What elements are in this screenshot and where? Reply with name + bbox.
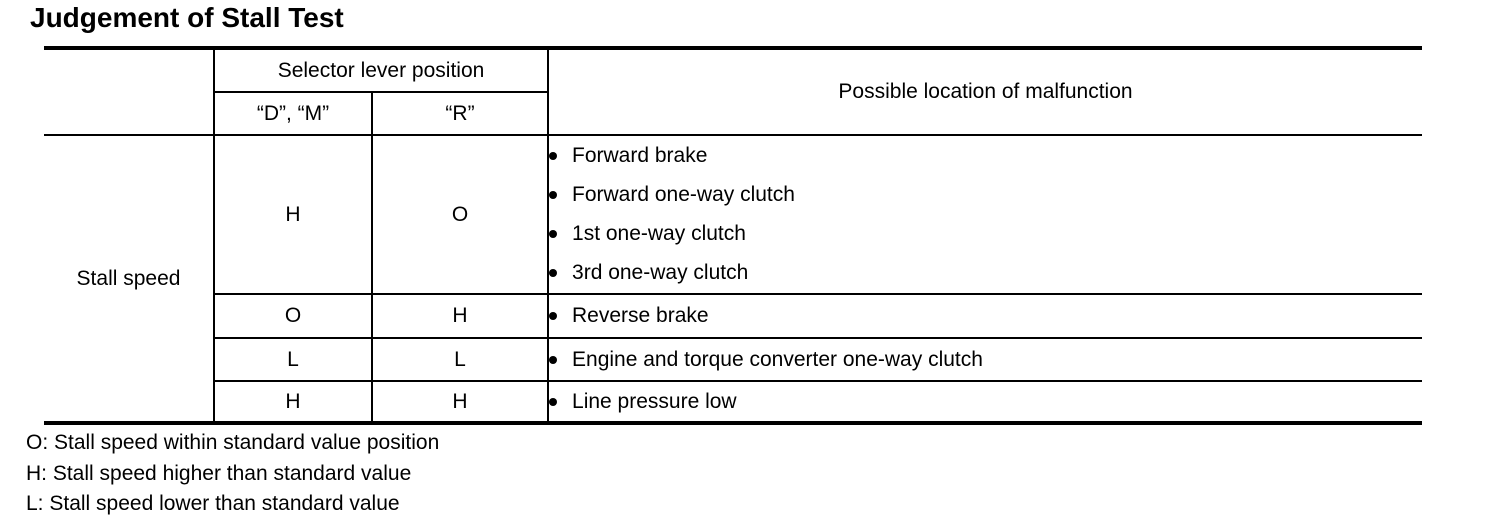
cell-dm-value: H: [214, 135, 373, 295]
cause-label: Forward brake: [572, 144, 708, 167]
dm-value: H: [285, 389, 301, 413]
possible-location-label: Possible location of malfunction: [838, 80, 1133, 103]
bullet-icon: [549, 230, 558, 238]
bullet-icon: [549, 191, 558, 199]
header-col-dm: “D”, “M”: [214, 92, 373, 136]
cause-label: Forward one-way clutch: [572, 183, 795, 206]
legend-line-o: O: Stall speed within standard value pos…: [26, 431, 440, 454]
stall-test-table: Selector lever position Possible locatio…: [44, 46, 1423, 425]
list-item: Forward one-way clutch: [549, 176, 1422, 215]
cell-dm-value: O: [214, 294, 373, 339]
dm-value: H: [285, 202, 301, 226]
legend-line-l: L: Stall speed lower than standard value: [26, 492, 400, 516]
list-item: 1st one-way clutch: [549, 215, 1422, 254]
stall-speed-label: Stall speed: [76, 266, 181, 290]
header-selector-lever-position: Selector lever position: [214, 48, 549, 93]
col-r-label: “R”: [445, 101, 475, 125]
dm-value: L: [287, 347, 299, 371]
table-row: Stall speed H O Forward brake Forward on…: [44, 135, 1423, 423]
header-row-1: Selector lever position Possible locatio…: [44, 48, 1423, 136]
list-item: Line pressure low: [549, 390, 1422, 414]
bullet-icon: [549, 355, 558, 364]
bullet-icon: [549, 312, 558, 320]
legend: O: Stall speed within standard value pos…: [26, 428, 439, 520]
bullet-icon: [549, 269, 558, 277]
cause-label: 1st one-way clutch: [572, 222, 746, 245]
table-row: H H Line pressure low: [44, 381, 1422, 423]
stall-speed-label-cell: Stall speed: [44, 135, 215, 423]
legend-line-h: H: Stall speed higher than standard valu…: [26, 461, 412, 485]
list-item: Reverse brake: [549, 304, 1422, 328]
page-title: Judgement of Stall Test: [30, 2, 344, 33]
cell-dm-value: L: [214, 338, 373, 382]
cell-dm-value: H: [214, 381, 373, 423]
r-value: O: [451, 202, 469, 226]
cause-label: 3rd one-way clutch: [572, 261, 749, 284]
cell-r-value: H: [372, 381, 550, 423]
cell-causes: Reverse brake: [548, 294, 1423, 339]
dm-value: O: [284, 304, 302, 327]
cause-label: Engine and torque converter one-way clut…: [572, 347, 983, 371]
bullet-icon: [549, 152, 558, 160]
bullet-icon: [549, 397, 558, 406]
cell-causes: Engine and torque converter one-way clut…: [548, 338, 1423, 382]
header-col-r: “R”: [372, 92, 549, 136]
r-value: H: [452, 304, 468, 327]
table-row: L L Engine and torque converter one-way …: [44, 338, 1423, 382]
cause-label: Reverse brake: [572, 304, 709, 327]
list-item: Engine and torque converter one-way clut…: [549, 348, 1422, 372]
r-value: L: [454, 347, 466, 371]
header-row-2: “D”, “M” “R”: [44, 92, 1422, 136]
header-possible-location: Possible location of malfunction: [547, 48, 1423, 136]
list-item: Forward brake: [549, 137, 1422, 176]
cause-label: Line pressure low: [572, 389, 737, 413]
cell-r-value: L: [372, 338, 550, 382]
table-row: O H Reverse brake: [44, 294, 1423, 339]
cell-causes: Line pressure low: [548, 381, 1422, 423]
selector-lever-position-label: Selector lever position: [277, 58, 485, 82]
col-dm-label: “D”, “M”: [256, 101, 330, 125]
cell-r-value: O: [372, 135, 550, 295]
r-value: H: [452, 389, 468, 413]
list-item: 3rd one-way clutch: [549, 254, 1422, 293]
cell-causes: Forward brake Forward one-way clutch 1st…: [548, 135, 1423, 295]
cell-r-value: H: [372, 294, 550, 339]
header-empty-cell: [44, 48, 215, 136]
